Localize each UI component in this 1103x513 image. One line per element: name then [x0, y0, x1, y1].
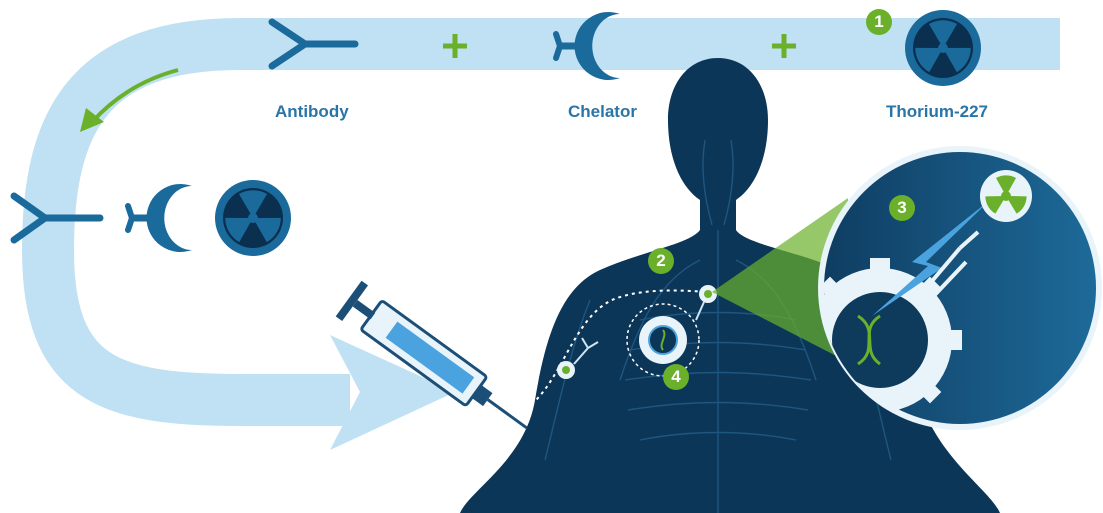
radiation-icon	[980, 170, 1032, 222]
step-badge-4: 4	[663, 364, 689, 390]
step-badge-1: 1	[866, 9, 892, 35]
thorium-radiation-icon	[905, 10, 981, 86]
step-badge-3: 3	[889, 195, 915, 221]
step-badge-2: 2	[648, 248, 674, 274]
thorium-label: Thorium-227	[886, 102, 988, 122]
radiation-icon	[215, 180, 291, 256]
antibody-label: Antibody	[275, 102, 349, 122]
chelator-label: Chelator	[568, 102, 637, 122]
chelator-icon	[128, 184, 192, 252]
